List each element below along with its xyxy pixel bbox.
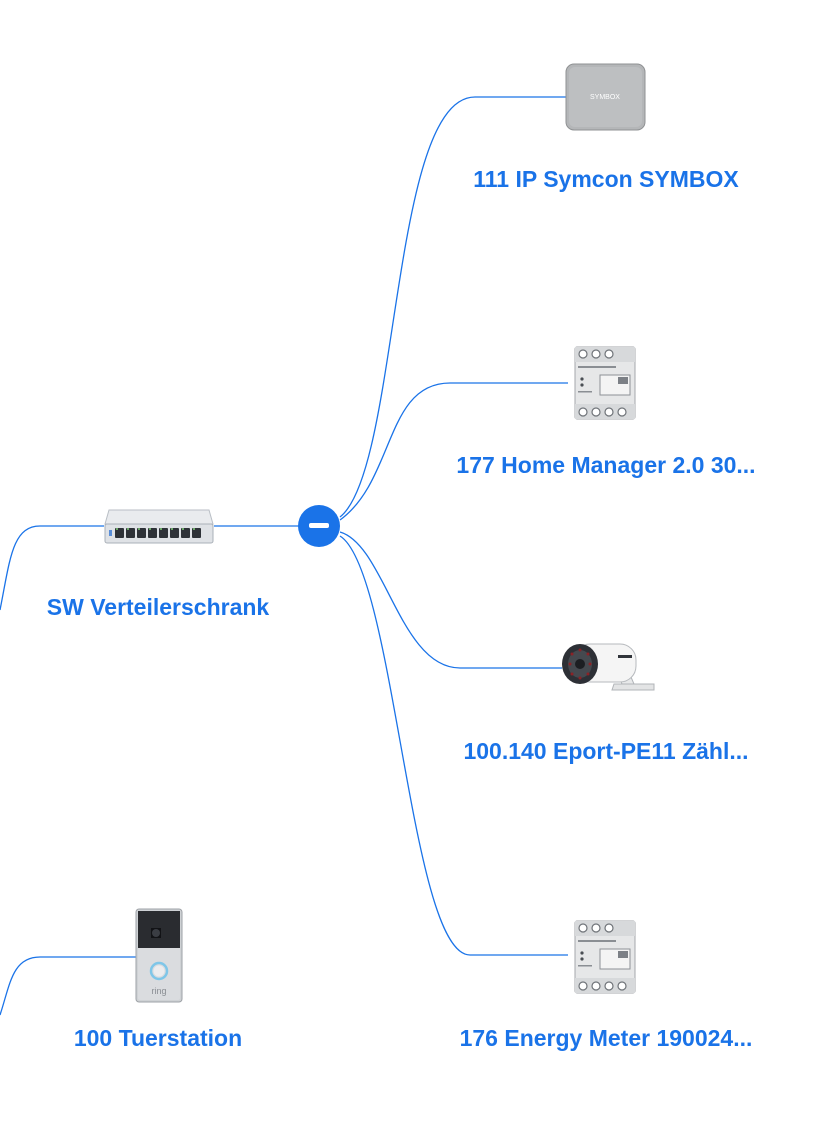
device-node-home-manager[interactable] — [574, 346, 636, 420]
device-label-camera[interactable]: 100.140 Eport-PE11 Zähl... — [463, 738, 749, 764]
device-node-energy-meter[interactable] — [574, 920, 636, 994]
link-hub-symbox — [339, 96, 568, 518]
device-label-home-manager[interactable]: 177 Home Manager 2.0 30... — [456, 452, 756, 478]
video-doorbell-icon: ring — [135, 908, 183, 1003]
symbox-logo-text: SYMBOX — [590, 94, 620, 101]
din-rail-meter-icon — [574, 920, 636, 994]
device-label-symbox[interactable]: 111 IP Symcon SYMBOX — [473, 166, 739, 192]
link-hub-energymeter — [339, 535, 568, 956]
link-parent-doorbell — [0, 956, 136, 1016]
device-node-doorbell[interactable]: ring — [135, 908, 183, 1003]
bullet-camera-icon — [562, 643, 655, 691]
minus-icon — [309, 523, 329, 528]
device-label-energy-meter[interactable]: 176 Energy Meter 190024... — [459, 1025, 753, 1051]
link-hub-camera — [339, 531, 562, 669]
symbox-gateway-icon: SYMBOX — [565, 63, 646, 131]
din-rail-meter-icon — [574, 346, 636, 420]
link-hub-homemanager — [339, 382, 568, 521]
network-switch-icon — [104, 509, 214, 544]
link-parent-switch — [0, 525, 104, 611]
switch-label[interactable]: SW Verteilerschrank — [46, 594, 270, 620]
device-node-camera[interactable] — [558, 638, 656, 698]
device-node-symbox[interactable]: SYMBOX — [565, 63, 646, 131]
collapse-button[interactable] — [298, 505, 340, 547]
device-label-doorbell[interactable]: 100 Tuerstation — [73, 1025, 243, 1051]
ring-brand-text: ring — [151, 986, 166, 996]
switch-node[interactable] — [103, 508, 215, 546]
